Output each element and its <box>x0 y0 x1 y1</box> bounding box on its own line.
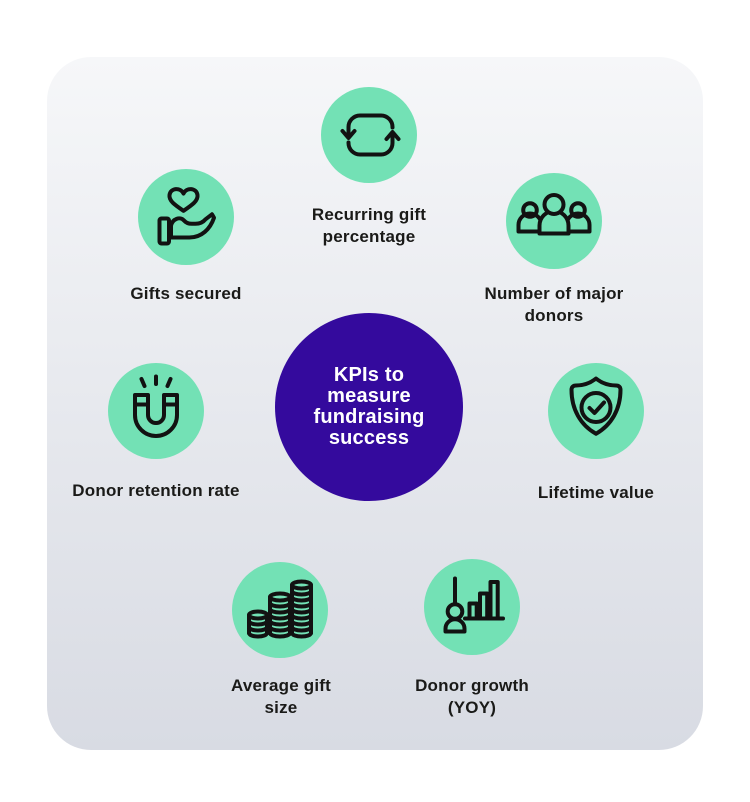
kpi-bubble-major-donors <box>506 173 602 269</box>
kpi-bubble-gifts-secured <box>138 169 234 265</box>
kpi-bubble-donor-growth <box>424 559 520 655</box>
center-title: KPIs to measure fundraising success <box>313 364 425 449</box>
kpi-label-lifetime-value: Lifetime value <box>537 483 655 502</box>
magnet-icon <box>133 374 179 438</box>
kpi-label-recurring-gift: Recurring gift percentage <box>311 205 427 246</box>
kpi-label-gifts-secured: Gifts secured <box>130 284 242 303</box>
center-circle: KPIs to measure fundraising success <box>275 313 463 501</box>
people-group-icon <box>516 193 592 236</box>
kpi-bubble-average-gift <box>232 562 328 658</box>
coin-stacks-icon <box>247 579 313 639</box>
kpi-bubble-recurring-gift <box>321 87 417 183</box>
shield-check-icon <box>569 376 623 436</box>
kpi-label-donor-retention: Donor retention rate <box>72 481 240 500</box>
kpi-bubble-lifetime-value <box>548 363 644 459</box>
kpi-label-donor-growth: Donor growth (YOY) <box>415 676 529 717</box>
kpi-label-average-gift: Average gift size <box>230 676 332 717</box>
kpi-label-major-donors: Number of major donors <box>484 284 624 325</box>
heart-in-hand-icon <box>157 187 216 246</box>
kpi-bubble-donor-retention <box>108 363 204 459</box>
loop-arrows-icon <box>340 113 401 157</box>
person-growth-chart-icon <box>443 576 505 634</box>
